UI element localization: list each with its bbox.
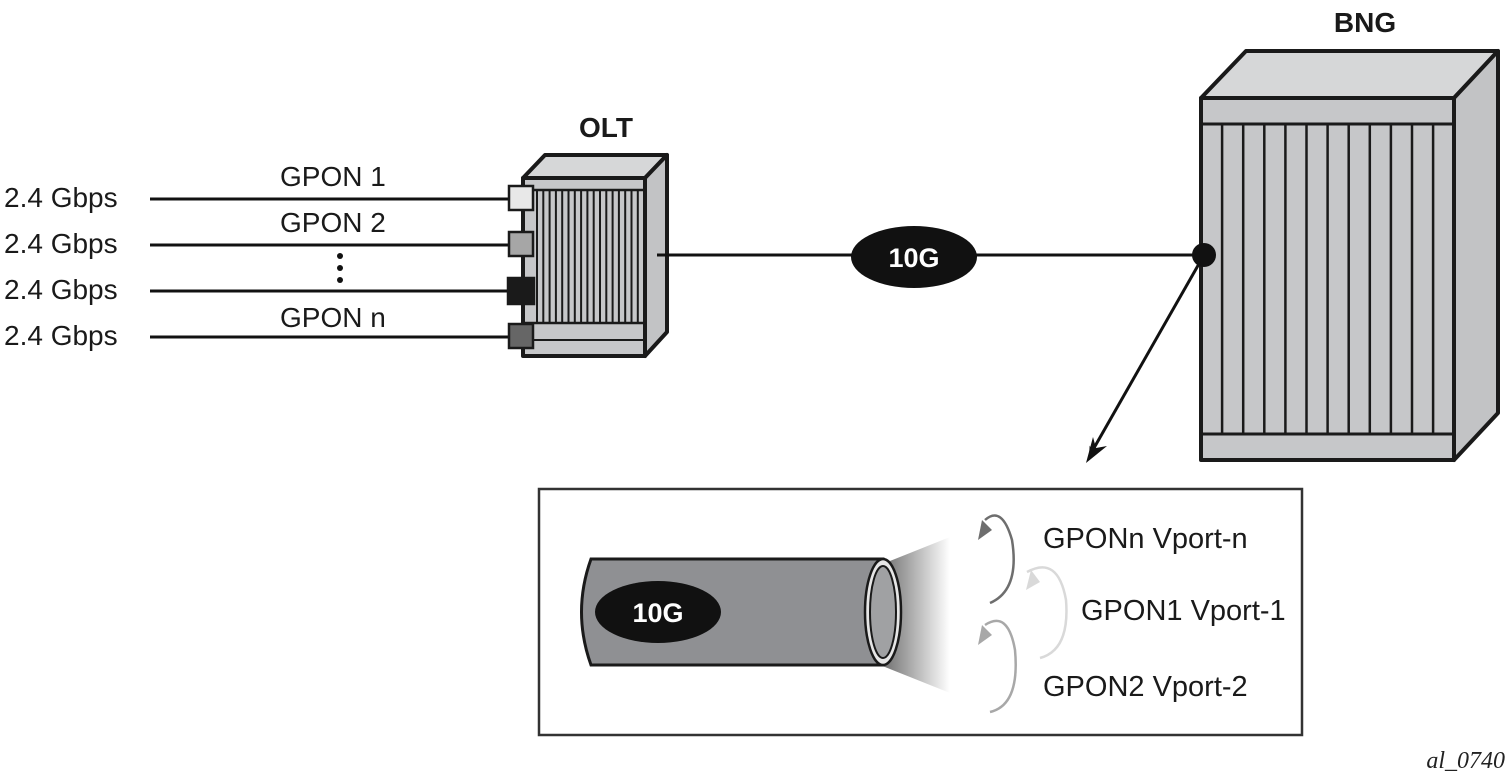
- olt-front-face: [521, 176, 647, 358]
- olt-port-gpon-n: [507, 322, 535, 350]
- olt-port-gpon-1: [507, 184, 535, 212]
- olt-card-slots: [536, 191, 639, 322]
- uplink-badge-label: 10G: [888, 243, 939, 273]
- arrowhead-icon: [1086, 437, 1107, 463]
- olt-port-gpon-x: [506, 276, 536, 306]
- pipe-badge-bg: [595, 581, 721, 643]
- vport-detail-panel: 10G GPONn Vport-n GPON1 Vport-1 GPON2 Vp…: [537, 487, 1304, 737]
- input-rate-label: 2.4 Gbps: [4, 274, 118, 305]
- vport-2: GPON2 Vport-2: [978, 619, 1248, 714]
- olt-device: OLT: [506, 112, 669, 358]
- input-rate-label: 2.4 Gbps: [4, 228, 118, 259]
- bng-card-slots: [1220, 124, 1435, 434]
- bng-top-face: [1199, 49, 1500, 100]
- detail-callout-arrow: [1088, 261, 1202, 457]
- bng-title: BNG: [1334, 7, 1396, 38]
- gpon-inputs: 2.4 Gbps GPON 1 2.4 Gbps GPON 2 2.4 Gbps…: [4, 161, 512, 351]
- gpon-input-4: 2.4 Gbps GPON n: [4, 302, 512, 351]
- vport-1: GPON1 Vport-1: [1026, 566, 1286, 660]
- loop-arrowhead-icon: [978, 625, 992, 645]
- vport-label: GPONn Vport-n: [1043, 523, 1248, 555]
- olt-title: OLT: [579, 112, 633, 143]
- loop-arrow-icon: [984, 514, 1015, 605]
- gpon-input-1: 2.4 Gbps GPON 1: [4, 161, 512, 213]
- uplink-badge-bg: [851, 226, 977, 288]
- vport-label: GPON2 Vport-2: [1043, 671, 1248, 703]
- loop-arrowhead-icon: [978, 520, 992, 540]
- ellipsis-dots-icon: [337, 253, 343, 283]
- input-rate-label: 2.4 Gbps: [4, 182, 118, 213]
- loop-arrow-icon: [1026, 566, 1068, 660]
- vport-label: GPON1 Vport-1: [1081, 595, 1286, 627]
- loop-arrow-icon: [984, 619, 1017, 714]
- bng-port-dot: [1192, 243, 1216, 267]
- gpon-input-3: 2.4 Gbps: [4, 253, 512, 305]
- bng-device: BNG: [1192, 7, 1500, 462]
- pipe-badge-label: 10G: [632, 598, 683, 628]
- gpon-label: GPON 1: [280, 161, 386, 192]
- bng-side-face: [1452, 49, 1500, 462]
- input-rate-label: 2.4 Gbps: [4, 320, 118, 351]
- gpon-label: GPON 2: [280, 207, 386, 238]
- uplink-10g: 10G: [657, 226, 1204, 288]
- olt-top-face: [521, 153, 669, 180]
- gpon-input-2: 2.4 Gbps GPON 2: [4, 207, 512, 259]
- olt-port-gpon-2: [507, 230, 535, 258]
- pipe-end-opening: [869, 565, 897, 659]
- vport-n: GPONn Vport-n: [978, 514, 1248, 605]
- figure-id: al_0740: [1426, 748, 1505, 774]
- loop-arrowhead-icon: [1026, 570, 1040, 590]
- gpon-label: GPON n: [280, 302, 386, 333]
